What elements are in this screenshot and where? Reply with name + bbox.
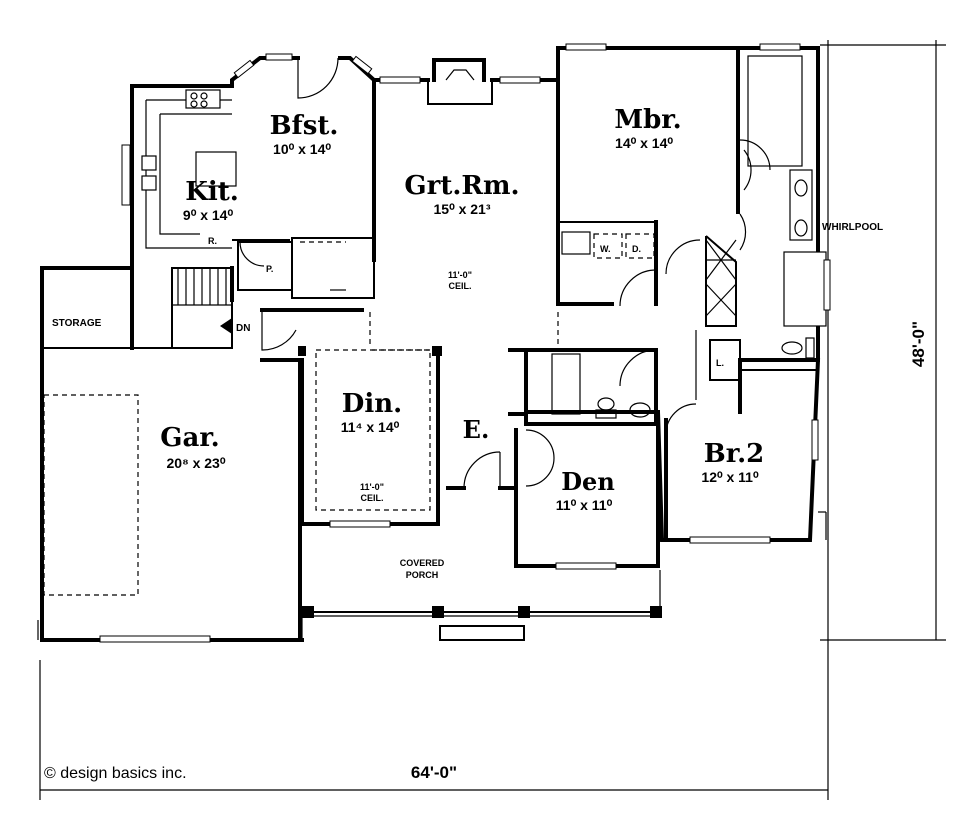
dining — [298, 346, 442, 528]
whirlpool-label: WHIRLPOOL — [822, 222, 883, 233]
room-name-dining: Din. — [342, 389, 402, 419]
copyright-notice: © design basics inc. — [44, 765, 187, 782]
dining-ceiling-label: CEIL. — [360, 493, 383, 503]
room-name-master-bedroom: Mbr. — [614, 105, 681, 135]
room-name-breakfast: Bfst. — [270, 111, 339, 141]
covered-porch-label-line-1: COVERED — [400, 558, 445, 568]
dimension-lines — [39, 40, 946, 800]
washer-label: W. — [600, 244, 611, 254]
entry-den — [446, 410, 660, 570]
room-name-kitchen: Kit. — [185, 177, 239, 207]
down-arrow-icon — [220, 318, 232, 334]
room-dims-great-room: 15⁰ x 21³ — [434, 201, 491, 217]
range-label: R. — [208, 236, 217, 246]
room-dims-kitchen: 9⁰ x 14⁰ — [183, 207, 234, 223]
room-name-bedroom-2: Br.2 — [704, 439, 764, 469]
stairs — [171, 267, 233, 349]
storage-label: STORAGE — [52, 318, 102, 329]
covered-porch — [301, 570, 662, 641]
stairs-down-label: DN — [236, 323, 250, 334]
covered-porch-label-line-2: PORCH — [406, 570, 439, 580]
dryer-label: D. — [632, 244, 641, 254]
kitchen-breakfast — [121, 53, 376, 302]
great-room — [260, 58, 560, 351]
room-name-garage: Gar. — [160, 423, 219, 453]
room-dims-garage: 20⁸ x 23⁰ — [167, 455, 226, 471]
bedroom-2 — [655, 357, 827, 544]
master-suite — [556, 43, 831, 400]
room-name-den: Den — [561, 467, 615, 496]
room-dims-bedroom-2: 12⁰ x 11⁰ — [701, 469, 759, 485]
great-room-ceiling-label: CEIL. — [448, 281, 471, 291]
overall-depth-dimension: 48'-0" — [909, 321, 928, 367]
dining-ceiling-height: 11'-0" — [360, 482, 384, 492]
pantry-label: P. — [266, 264, 273, 274]
linen-label: L. — [716, 358, 724, 368]
room-name-great-room: Grt.Rm. — [404, 171, 519, 201]
overall-width-dimension: 64'-0" — [411, 763, 457, 782]
room-name-entry: E. — [463, 415, 490, 444]
great-room-ceiling-height: 11'-0" — [448, 270, 472, 280]
room-dims-dining: 11⁴ x 14⁰ — [341, 419, 400, 435]
room-dims-breakfast: 10⁰ x 14⁰ — [273, 141, 331, 157]
room-dims-den: 11⁰ x 11⁰ — [556, 497, 613, 513]
room-dims-master-bedroom: 14⁰ x 14⁰ — [615, 135, 673, 151]
